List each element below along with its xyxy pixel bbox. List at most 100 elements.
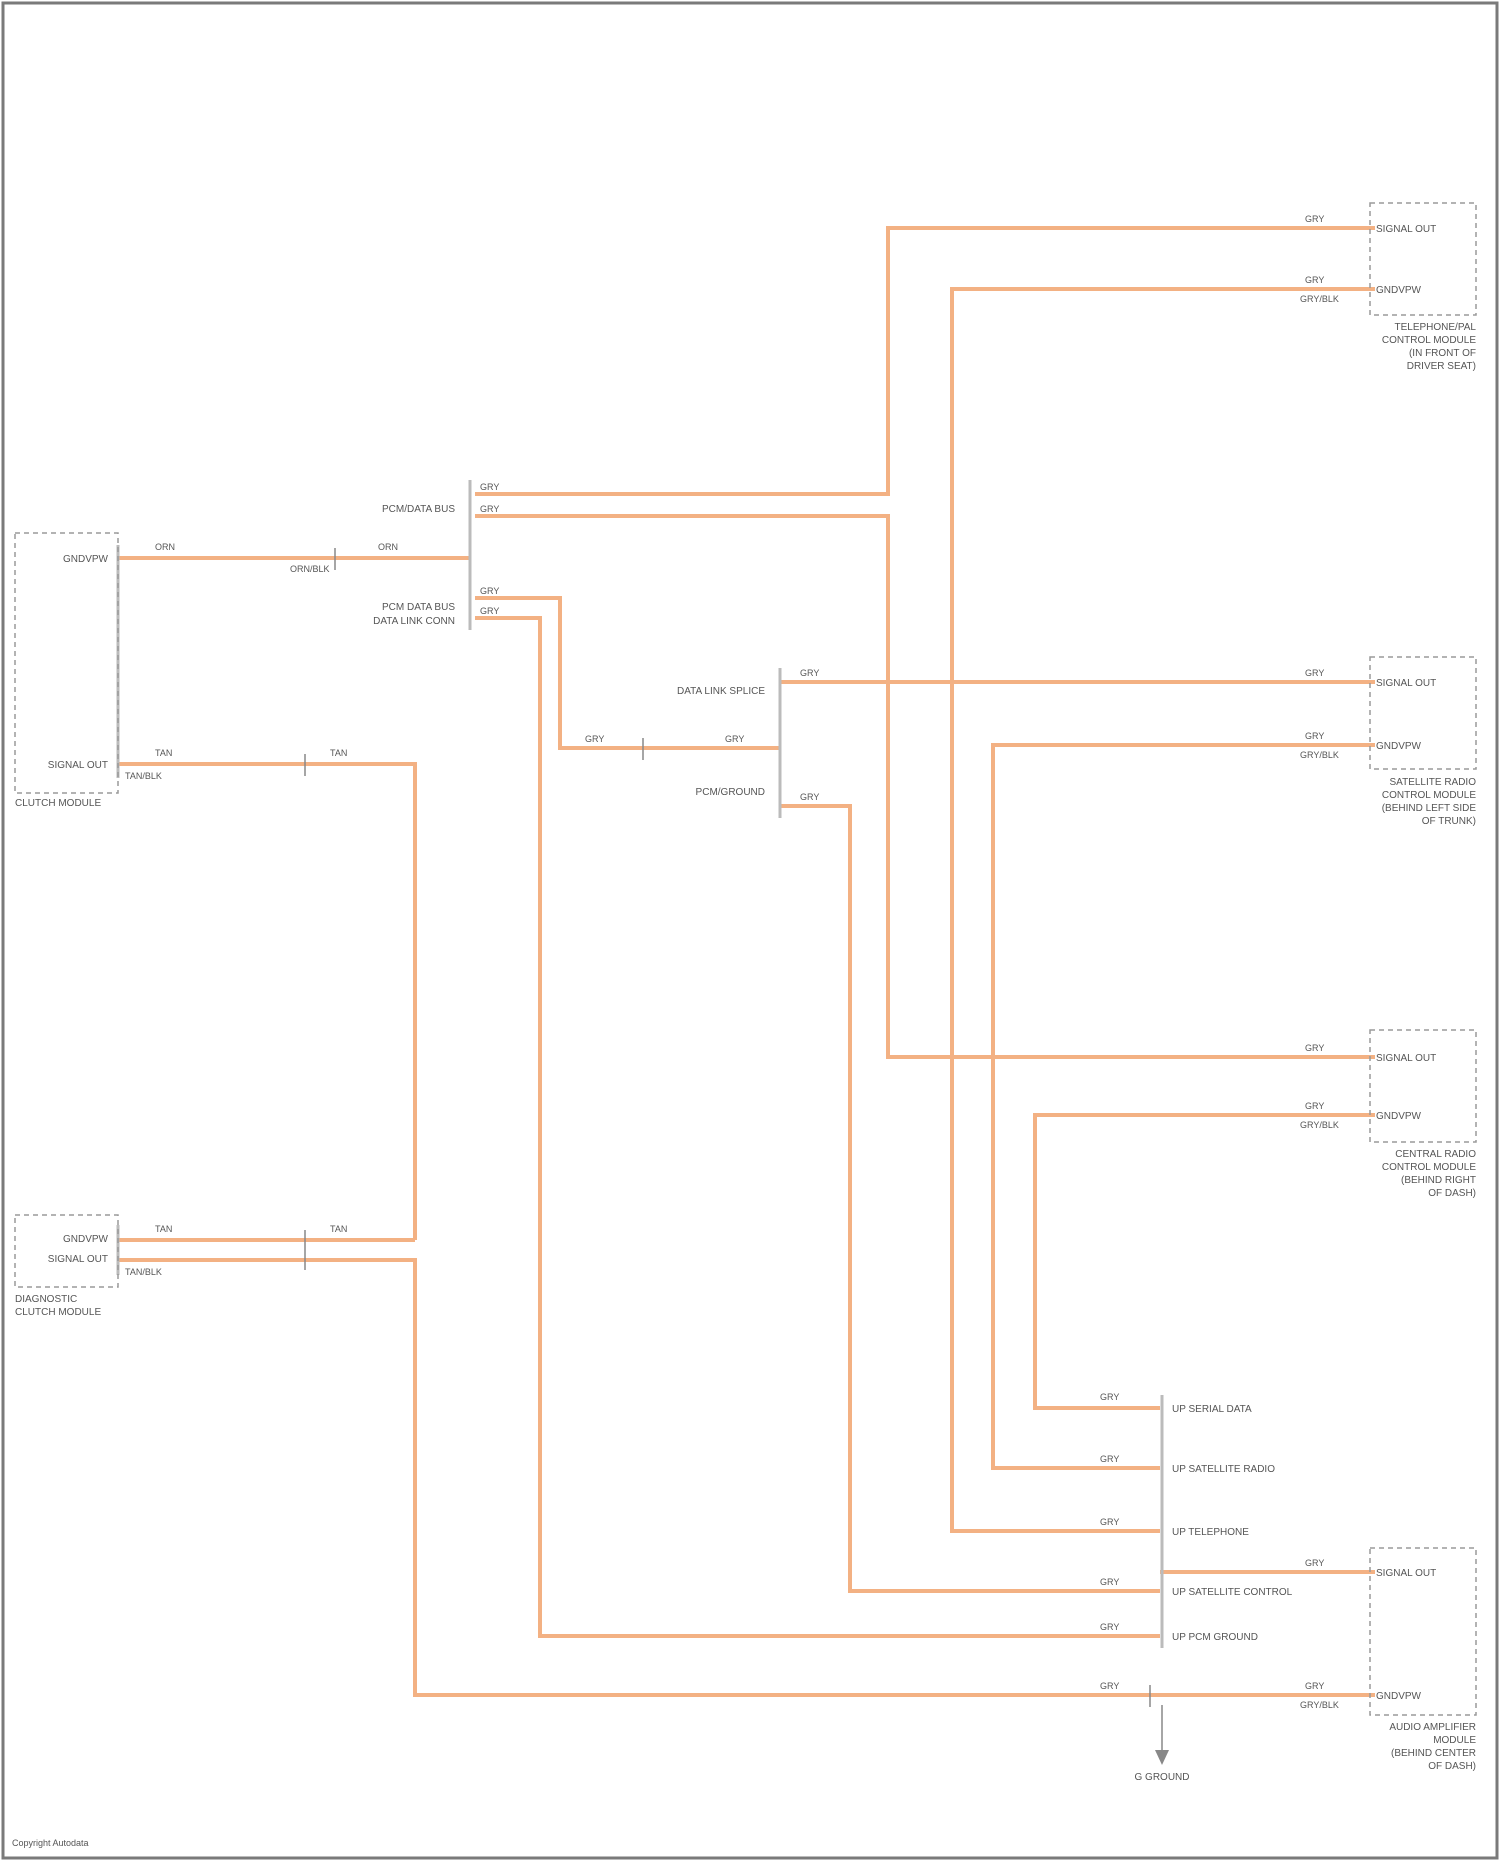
- dlc-pin-gnd: GNDVPW: [63, 1234, 109, 1245]
- wire-code: GRY: [1305, 214, 1324, 224]
- wire-code: GRY: [1305, 731, 1324, 741]
- wire-code: GRY: [1100, 1681, 1119, 1691]
- module-boxes: [15, 203, 1476, 1715]
- wire-code: GRY: [480, 482, 499, 492]
- tcm-pin-signal: SIGNAL OUT: [48, 760, 108, 771]
- mid-right-caption-line-3: (BEHIND LEFT SIDE: [1382, 803, 1477, 814]
- wire-m: [1035, 1115, 1375, 1408]
- mid-right-caption-line-4: OF TRUNK): [1422, 816, 1476, 827]
- inline-connectors: [305, 548, 1169, 1765]
- top-right-pin-signal: SIGNAL OUT: [1376, 224, 1436, 235]
- wire-g: [475, 598, 780, 748]
- right3-pin-gnd: GNDVPW: [1376, 1111, 1422, 1122]
- wire-code: TAN: [155, 1224, 172, 1234]
- mid-right-pin-gnd: GNDVPW: [1376, 741, 1422, 752]
- top-right-caption-line-1: TELEPHONE/PAL: [1394, 322, 1476, 333]
- wire-code: GRY: [1305, 275, 1324, 285]
- wire-code: GRY: [1305, 1043, 1324, 1053]
- junction-label-2: PCM DATA BUS: [382, 602, 455, 613]
- module-captions: CLUTCH MODULE DIAGNOSTIC CLUTCH MODULE T…: [15, 322, 1476, 1772]
- wire-d: [118, 1260, 1375, 1695]
- wire-code: GRY/BLK: [1300, 1120, 1339, 1130]
- wire-h: [475, 618, 1160, 1636]
- wire-code: GRY: [1100, 1577, 1119, 1587]
- wire-code: TAN/BLK: [125, 1267, 162, 1277]
- wire-b: [118, 764, 415, 1240]
- diagram-frame: [3, 3, 1497, 1858]
- top-right-pin-gnd: GNDVPW: [1376, 285, 1422, 296]
- wire-code: GRY: [1305, 1558, 1324, 1568]
- bottom-right-caption-line-3: (BEHIND CENTER: [1391, 1748, 1476, 1759]
- footer-copyright: Copyright Autodata: [12, 1838, 89, 1848]
- wire-code: GRY: [480, 504, 499, 514]
- wire-code: TAN/BLK: [125, 771, 162, 781]
- wire-code: TAN: [155, 748, 172, 758]
- wire-code: GRY: [1100, 1517, 1119, 1527]
- ground-arrow-icon: [1155, 1750, 1169, 1765]
- wire-code: TAN: [330, 748, 347, 758]
- top-right-box: [1370, 203, 1476, 315]
- bus-label-5: UP PCM GROUND: [1172, 1632, 1258, 1643]
- wire-code: GRY: [800, 668, 819, 678]
- right3-box: [1370, 1030, 1476, 1142]
- wire-code: GRY: [1305, 1681, 1324, 1691]
- wire-code: GRY: [1305, 668, 1324, 678]
- wire-f: [475, 516, 1375, 1057]
- bus-label-3: UP TELEPHONE: [1172, 1527, 1249, 1538]
- wire-code: GRY: [800, 792, 819, 802]
- wire-code: GRY: [1100, 1392, 1119, 1402]
- right3-pin-signal: SIGNAL OUT: [1376, 1053, 1436, 1064]
- bus-label-4: UP SATELLITE CONTROL: [1172, 1587, 1293, 1598]
- dlc-caption-line-2: CLUTCH MODULE: [15, 1307, 101, 1318]
- wire-code: GRY/BLK: [1300, 750, 1339, 760]
- wire-j: [780, 806, 1160, 1591]
- top-right-caption-line-3: (IN FRONT OF: [1409, 348, 1476, 359]
- bottom-right-caption-line-2: MODULE: [1433, 1735, 1476, 1746]
- right3-caption-line-3: (BEHIND RIGHT: [1401, 1175, 1476, 1186]
- module-pin-labels: GNDVPW SIGNAL OUT GNDVPW SIGNAL OUT SIGN…: [48, 224, 1436, 1702]
- wire-code: GRY: [1100, 1622, 1119, 1632]
- wire-code: GRY/BLK: [1300, 1700, 1339, 1710]
- mid-right-caption-line-2: CONTROL MODULE: [1382, 790, 1476, 801]
- mid-right-pin-signal: SIGNAL OUT: [1376, 678, 1436, 689]
- junction-label-3: DATA LINK CONN: [373, 616, 455, 627]
- wire-code: ORN: [155, 542, 175, 552]
- tcm-caption: CLUTCH MODULE: [15, 798, 101, 809]
- wire-color-codes: ORN ORN ORN/BLK TAN TAN/BLK TAN TAN TAN/…: [125, 214, 1339, 1710]
- junction-label-1: PCM/DATA BUS: [382, 504, 455, 515]
- mid-right-box: [1370, 657, 1476, 769]
- dlc-box: [15, 1215, 118, 1287]
- connector-bars: [118, 480, 1162, 1648]
- wire-code: GRY: [585, 734, 604, 744]
- ground-label: G GROUND: [1135, 1772, 1190, 1783]
- dlc-pin-signal: SIGNAL OUT: [48, 1254, 108, 1265]
- wire-e: [475, 228, 1375, 494]
- mid-right-caption-line-1: SATELLITE RADIO: [1389, 777, 1476, 788]
- tcm-box: [15, 533, 118, 793]
- wire-code: GRY: [1305, 1101, 1324, 1111]
- bottom-right-caption-line-1: AUDIO AMPLIFIER: [1389, 1722, 1476, 1733]
- wire-code: GRY: [480, 586, 499, 596]
- wire-code: GRY: [1100, 1454, 1119, 1464]
- junction-labels: PCM/DATA BUS PCM DATA BUS DATA LINK CONN…: [373, 504, 765, 798]
- junction-label-4: DATA LINK SPLICE: [677, 686, 765, 697]
- top-right-caption-line-2: CONTROL MODULE: [1382, 335, 1476, 346]
- wire-code: GRY/BLK: [1300, 294, 1339, 304]
- wire-k: [952, 289, 1375, 1531]
- bottom-right-pin-signal: SIGNAL OUT: [1376, 1568, 1436, 1579]
- wire-code: GRY: [725, 734, 744, 744]
- wire-code: ORN: [378, 542, 398, 552]
- wire-code: GRY: [480, 606, 499, 616]
- tcm-pin-gnd: GNDVPW: [63, 554, 109, 565]
- bus-labels: UP SERIAL DATA UP SATELLITE RADIO UP TEL…: [1172, 1404, 1293, 1643]
- dlc-caption-line-1: DIAGNOSTIC: [15, 1294, 77, 1305]
- wire-code: TAN: [330, 1224, 347, 1234]
- bus-label-1: UP SERIAL DATA: [1172, 1404, 1252, 1415]
- bus-label-2: UP SATELLITE RADIO: [1172, 1464, 1275, 1475]
- right3-caption-line-1: CENTRAL RADIO: [1395, 1149, 1476, 1160]
- right3-caption-line-4: OF DASH): [1428, 1188, 1476, 1199]
- bottom-right-caption-line-4: OF DASH): [1428, 1761, 1476, 1772]
- wire-code: ORN/BLK: [290, 564, 330, 574]
- top-right-caption-line-4: DRIVER SEAT): [1407, 361, 1476, 372]
